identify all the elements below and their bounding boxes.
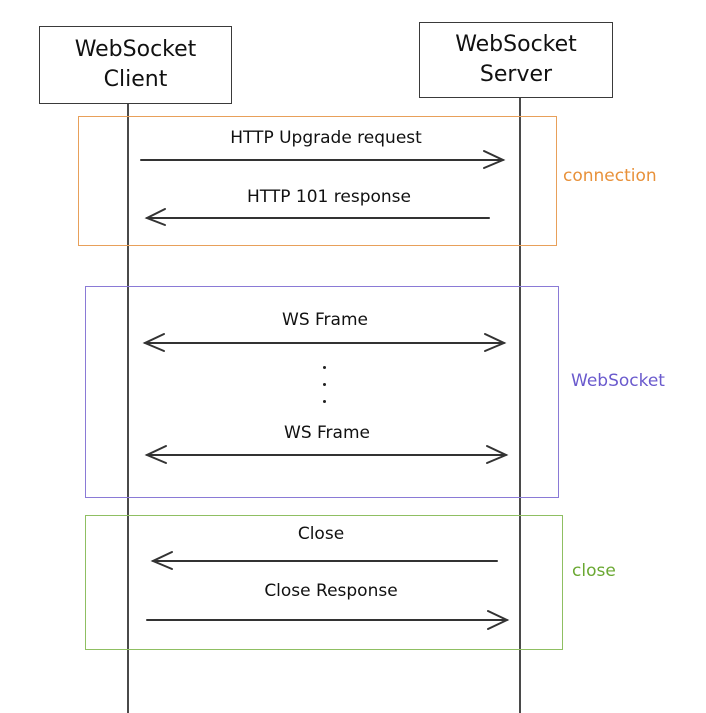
websocket-group-box	[85, 286, 559, 498]
server-actor-box: WebSocket Server	[419, 22, 613, 98]
client-lifeline	[127, 103, 129, 713]
client-actor-box: WebSocket Client	[39, 26, 232, 104]
connection-group-box	[78, 116, 557, 246]
close-group-label: close	[572, 561, 616, 581]
websocket-group-label: WebSocket	[571, 371, 665, 391]
message-label-close-response: Close Response	[264, 581, 398, 601]
client-actor-role: Client	[103, 67, 168, 92]
server-actor-name: WebSocket	[455, 32, 577, 57]
server-actor-role: Server	[479, 62, 553, 87]
message-label-upgrade-request: HTTP Upgrade request	[230, 128, 422, 148]
message-label-ws-frame-1: WS Frame	[282, 310, 368, 330]
message-label-ws-frame-2: WS Frame	[284, 423, 370, 443]
ellipsis-dot-3	[323, 400, 326, 403]
arrow-close-response	[146, 610, 510, 630]
client-actor-name: WebSocket	[74, 37, 197, 62]
connection-group-label: connection	[563, 166, 657, 186]
server-lifeline	[519, 98, 521, 713]
close-group-box	[85, 515, 563, 650]
ellipsis-dot-1	[323, 366, 326, 369]
arrow-ws-frame-1	[142, 333, 507, 352]
arrow-upgrade-request	[140, 150, 506, 169]
arrow-ws-frame-2	[144, 445, 509, 464]
arrow-101-response	[144, 208, 490, 226]
arrow-close	[150, 551, 498, 570]
message-label-close: Close	[297, 524, 345, 544]
message-label-101-response: HTTP 101 response	[247, 187, 411, 207]
ellipsis-dot-2	[323, 383, 326, 386]
